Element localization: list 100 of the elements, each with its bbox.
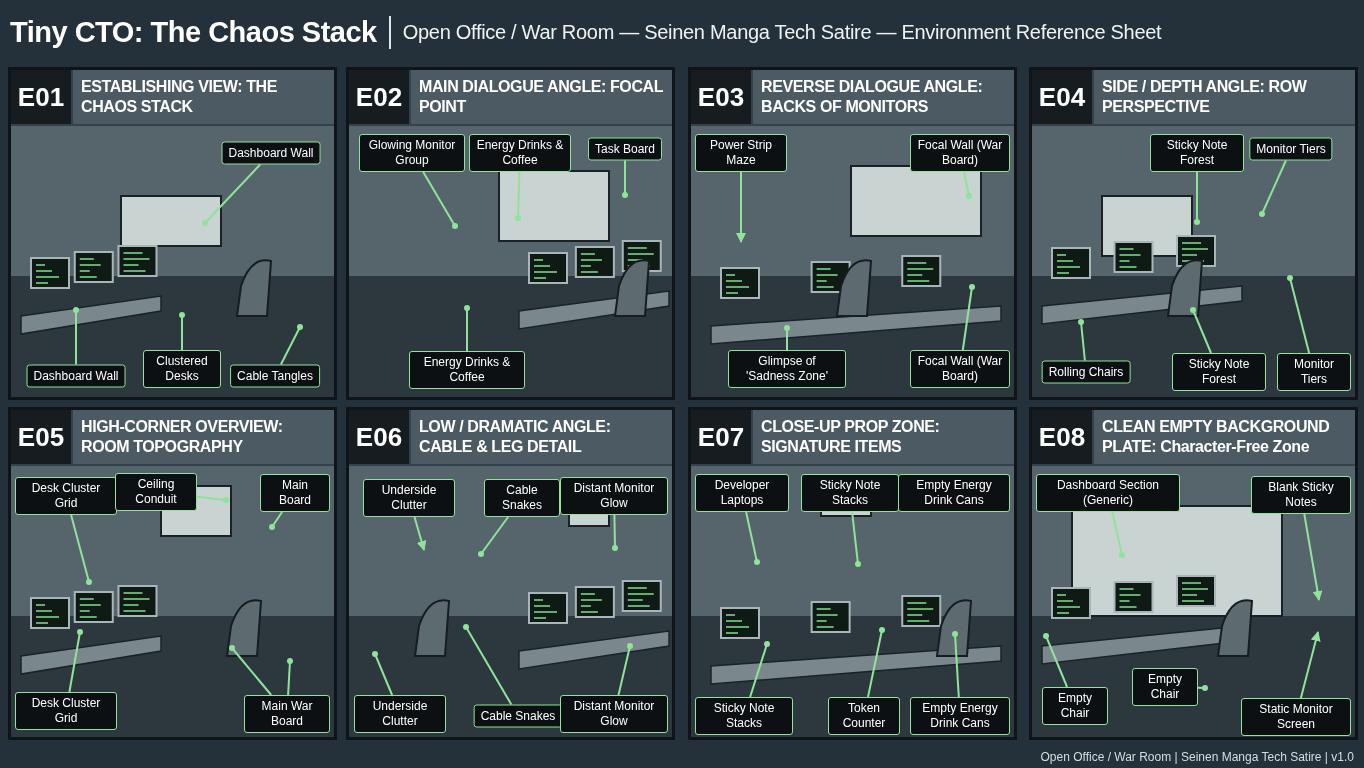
leader-line <box>269 511 284 530</box>
leader-line <box>478 516 510 557</box>
callout-label: Empty Chair <box>1132 668 1198 706</box>
callout-label: Clustered Desks <box>143 350 221 388</box>
leader-line <box>1299 631 1321 699</box>
leader-line <box>1259 159 1287 217</box>
panel <box>1029 67 1358 400</box>
leader-line <box>784 325 790 351</box>
leader-line <box>73 307 79 366</box>
callout-label: Focal Wall (War Board) <box>910 134 1010 172</box>
leader-line <box>1078 319 1086 362</box>
leader-line <box>422 171 458 229</box>
leader-line <box>279 324 303 366</box>
callout-label: Cable Snakes <box>473 704 563 728</box>
panel-heading: MAIN DIALOGUE ANGLE: FOCAL POINT <box>411 70 672 124</box>
callout-label: Empty Chair <box>1042 687 1108 725</box>
leader-line <box>196 495 229 503</box>
leader-line <box>736 171 746 243</box>
footer-caption: Open Office / War Room | Seinen Manga Tech Satire | v1.0 <box>1040 750 1354 764</box>
callout-label: Glimpse of 'Sadness Zone' <box>728 350 846 388</box>
callout-label: Cable Snakes <box>484 479 560 517</box>
callout-label: Sticky Note Forest <box>1150 134 1244 172</box>
leader-line <box>1303 513 1323 601</box>
leader-line <box>1111 511 1125 558</box>
callout-label: Blank Sticky Notes <box>1251 476 1351 514</box>
leader-line <box>413 516 427 551</box>
panel <box>346 67 675 400</box>
panel-code: E02 <box>349 70 409 124</box>
callout-label: Underside Clutter <box>363 479 455 517</box>
leader-line <box>1043 633 1069 688</box>
leader-line <box>229 645 273 696</box>
callout-label: Rolling Chairs <box>1041 360 1131 384</box>
leader-line <box>745 511 760 565</box>
leader-line <box>372 651 394 696</box>
callout-label: Sticky Note Stacks <box>801 474 899 512</box>
callout-label: Dashboard Section (Generic) <box>1036 474 1180 512</box>
panel-code: E05 <box>11 410 71 464</box>
leader-line <box>179 312 185 351</box>
leader-line <box>70 514 92 585</box>
panel-code: E08 <box>1032 410 1092 464</box>
leader-line <box>1197 685 1208 691</box>
callout-label: Power Strip Maze <box>695 134 787 172</box>
panel-code: E04 <box>1032 70 1092 124</box>
subtitle: Open Office / War Room — Seinen Manga Tech Satire — Environment Reference Sheet <box>402 20 1162 44</box>
panel-code: E06 <box>349 410 409 464</box>
callout-label: Dashboard Wall <box>221 141 321 165</box>
leader-line <box>464 305 470 352</box>
callout-label: Glowing Monitor Group <box>359 134 465 172</box>
callout-label: Empty Energy Drink Cans <box>910 697 1010 735</box>
panel <box>346 407 675 740</box>
leader-line <box>68 629 83 693</box>
callout-label: Developer Laptops <box>695 474 789 512</box>
leader-line <box>963 171 972 199</box>
panel <box>688 67 1017 400</box>
panel-code: E03 <box>691 70 751 124</box>
panel-code: E07 <box>691 410 751 464</box>
callout-label: Monitor Tiers <box>1277 353 1351 391</box>
callout-label: Task Board <box>588 137 662 161</box>
leader-line <box>1190 307 1212 354</box>
callout-label: Focal Wall (War Board) <box>910 350 1010 388</box>
callout-label: Underside Clutter <box>354 695 446 733</box>
callout-label: Distant Monitor Glow <box>560 477 668 515</box>
leader-line <box>1194 171 1200 225</box>
callout-label: Token Counter <box>828 697 900 735</box>
panel-heading: CLOSE-UP PROP ZONE: SIGNATURE ITEMS <box>753 410 1014 464</box>
leader-line <box>961 284 975 351</box>
callout-label: Sticky Note Forest <box>1172 353 1266 391</box>
callout-label: Cable Tangles <box>230 364 320 388</box>
panel <box>8 67 337 400</box>
callout-label: Energy Drinks & Coffee <box>409 351 525 389</box>
leader-line <box>952 631 960 698</box>
callout-label: Dashboard Wall <box>26 364 126 388</box>
leader-line <box>617 643 633 696</box>
callout-label: Distant Monitor Glow <box>560 695 668 733</box>
leader-line <box>612 514 618 551</box>
panel <box>688 407 1017 740</box>
panel-heading: ESTABLISHING VIEW: THE CHAOS STACK <box>73 70 334 124</box>
leader-line <box>1287 275 1311 354</box>
panel <box>8 407 337 740</box>
panel-heading: LOW / DRAMATIC ANGLE: CABLE & LEG DETAIL <box>411 410 672 464</box>
leader-line <box>851 511 861 567</box>
callout-label: Sticky Note Stacks <box>695 697 793 735</box>
leader-line <box>202 163 262 226</box>
sheet-title: Tiny CTO: The Chaos Stack <box>10 15 391 49</box>
panel-heading: CLEAN EMPTY BACKGROUND PLATE: Character-Free Zone <box>1094 410 1355 464</box>
panel-heading: HIGH-CORNER OVERVIEW: ROOM TOPOGRAPHY <box>73 410 334 464</box>
panel-heading: SIDE / DEPTH ANGLE: ROW PERSPECTIVE <box>1094 70 1355 124</box>
callout-label: Empty Energy Drink Cans <box>898 474 1010 512</box>
callout-label: Main War Board <box>244 695 330 733</box>
leader-line <box>622 159 628 198</box>
leader-line <box>515 171 521 221</box>
callout-label: Monitor Tiers <box>1249 137 1333 161</box>
callout-label: Static Monitor Screen <box>1241 698 1351 736</box>
leader-line <box>287 658 293 696</box>
callout-label: Ceiling Conduit <box>115 473 197 511</box>
callout-label: Desk Cluster Grid <box>15 477 117 515</box>
callout-label: Main Board <box>260 474 330 512</box>
panel <box>1029 407 1358 740</box>
panel-heading: REVERSE DIALOGUE ANGLE: BACKS OF MONITORS <box>753 70 1014 124</box>
callout-label: Desk Cluster Grid <box>15 692 117 730</box>
